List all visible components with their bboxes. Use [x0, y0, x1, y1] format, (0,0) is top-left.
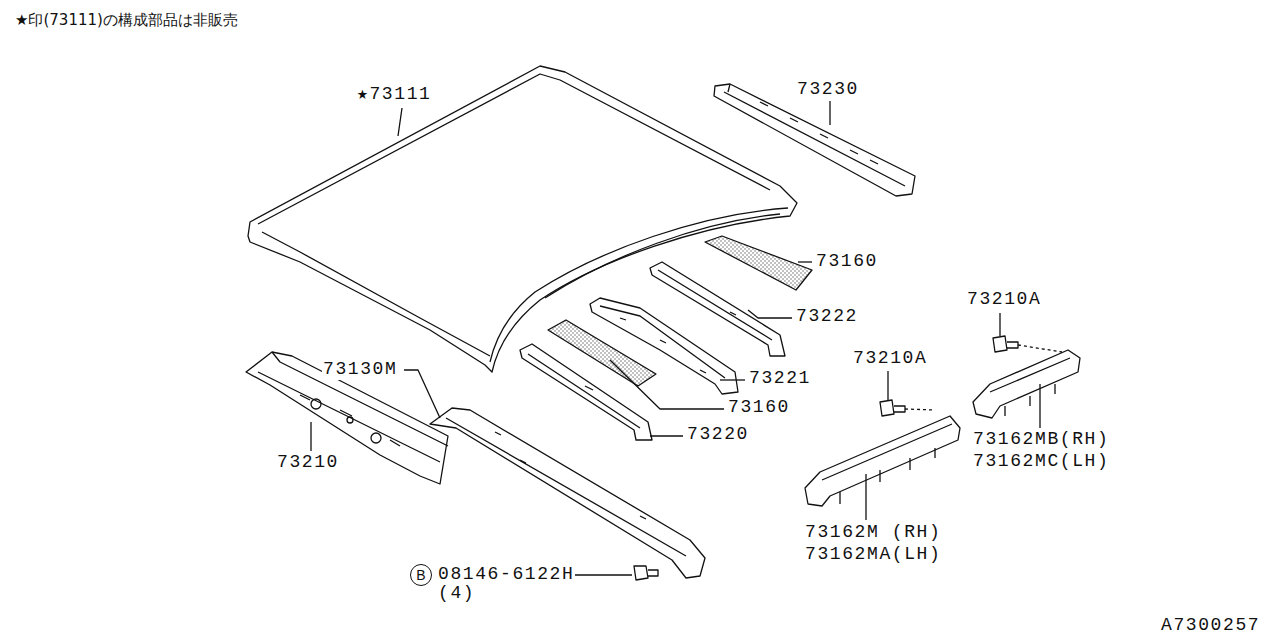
quantity: (4)	[437, 584, 476, 604]
roof-panel	[248, 66, 797, 372]
insulator-pad	[705, 236, 812, 290]
part-number: 73222	[795, 307, 859, 327]
diagram-code: A7300257	[1160, 616, 1261, 636]
bolt	[993, 336, 1018, 352]
circle-letter-text: B	[416, 568, 425, 582]
bracket	[805, 416, 960, 506]
rear-rail	[714, 84, 915, 196]
part-number: ★73111	[356, 85, 432, 105]
part-number: 73162MB(RH)	[972, 430, 1110, 450]
bolt	[634, 566, 658, 580]
part-number: 73220	[686, 425, 750, 445]
part-number: 73210	[276, 453, 340, 473]
part-number: 73210A	[966, 290, 1042, 310]
part-number: 73160	[815, 252, 879, 272]
part-number: 08146-6122H	[437, 565, 575, 585]
leader-line	[311, 101, 1040, 575]
side-rail	[430, 408, 705, 578]
part-number: 73130M	[322, 360, 398, 380]
bracket	[973, 350, 1080, 418]
part-number: 73230	[796, 80, 860, 100]
part-number: 73210A	[852, 349, 928, 369]
roof-bow	[520, 344, 652, 440]
roof-bow	[590, 298, 738, 394]
front-header	[246, 352, 448, 484]
part-number: 73162MC(LH)	[972, 452, 1110, 472]
part-number: 73162M (RH)	[804, 523, 942, 543]
part-number: 73162MA(LH)	[804, 545, 942, 565]
part-number: 73221	[748, 369, 812, 389]
part-number: 73160	[727, 398, 791, 418]
note-text: ★印(73111)の構成部品は非販売	[14, 12, 239, 29]
circled-letter: B	[410, 564, 432, 586]
bolt	[880, 400, 905, 416]
